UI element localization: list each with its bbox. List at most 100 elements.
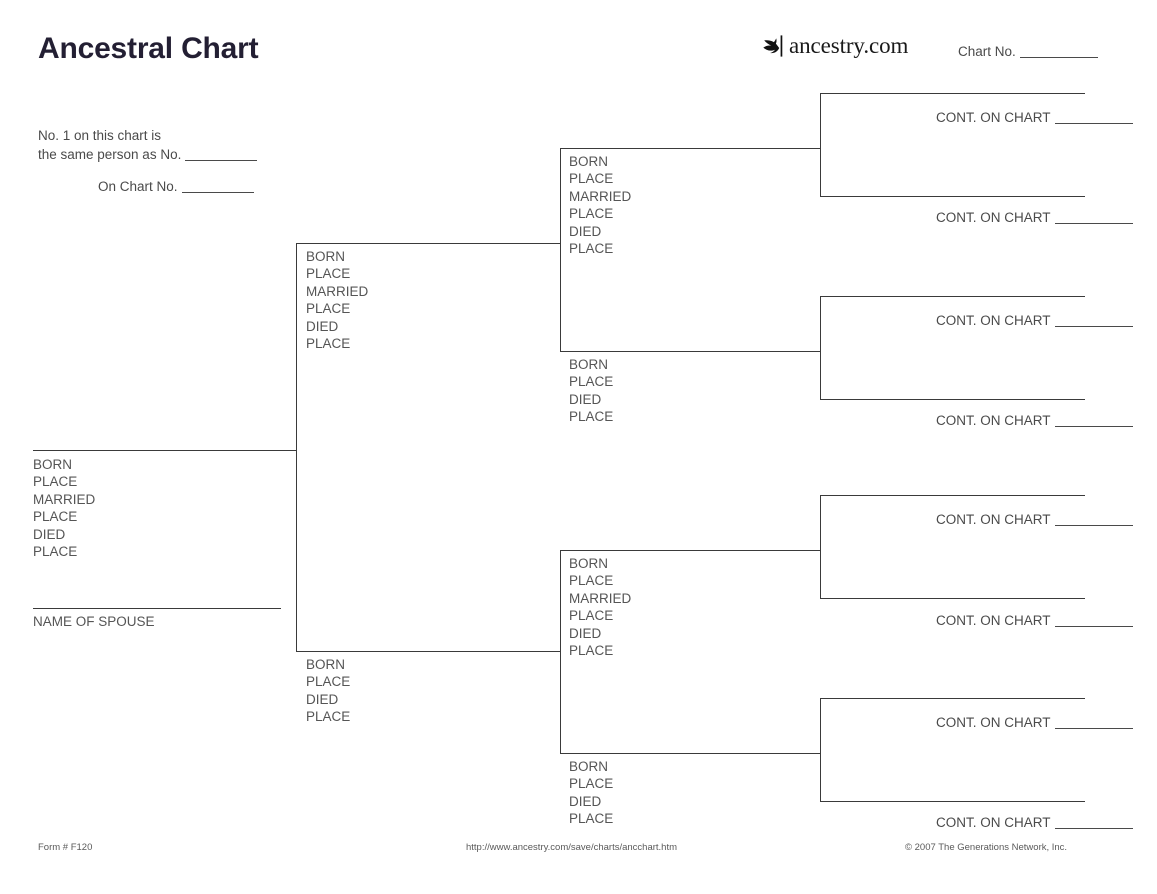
field-born: BORN	[569, 357, 609, 372]
same-person-no-blank[interactable]	[185, 160, 258, 161]
field-place: PLACE	[569, 171, 614, 187]
person-10-name-line[interactable]	[820, 296, 1085, 297]
person-4-fields: BORN PLACE MARRIED PLACE DIED PLACE	[569, 153, 631, 257]
gen4-bracket-a-spine	[820, 93, 821, 196]
cont-on-chart-12[interactable]: CONT. ON CHART	[936, 512, 1133, 527]
field-married: MARRIED	[569, 590, 632, 606]
chart-reference-note: No. 1 on this chart is the same person a…	[38, 126, 258, 196]
footer-url[interactable]: http://www.ancestry.com/save/charts/ancc…	[466, 842, 678, 853]
gen4-bracket-c-spine	[820, 495, 821, 598]
spouse-name-line[interactable]	[33, 608, 281, 609]
person-14-name-line[interactable]	[820, 698, 1085, 699]
ancestry-wordmark: ancestry.com	[789, 33, 909, 58]
chart-no-label: Chart No.	[958, 44, 1016, 59]
field-place: PLACE	[306, 674, 351, 690]
field-died: DIED	[306, 318, 339, 334]
cont-on-chart-14[interactable]: CONT. ON CHART	[936, 715, 1133, 730]
on-chart-no-blank[interactable]	[181, 192, 254, 193]
person-1-name-line[interactable]	[33, 450, 295, 451]
connector-p7-to-gen4-d	[805, 753, 821, 754]
cont-on-chart-8[interactable]: CONT. ON CHART	[936, 110, 1133, 125]
person-7-fields: BORN PLACE DIED PLACE	[569, 758, 613, 828]
connector-p1-to-gen2	[281, 450, 297, 451]
field-place: PLACE	[569, 643, 614, 659]
cont-blank-8[interactable]	[1054, 123, 1133, 124]
person-15-name-line[interactable]	[820, 801, 1085, 802]
field-died: DIED	[33, 526, 66, 542]
gen4-bracket-d-spine	[820, 698, 821, 801]
person-2-fields: BORN PLACE MARRIED PLACE DIED PLACE	[306, 248, 368, 352]
cont-label: CONT. ON CHART	[936, 110, 1051, 125]
cont-on-chart-11[interactable]: CONT. ON CHART	[936, 413, 1133, 428]
cont-blank-11[interactable]	[1054, 426, 1133, 427]
cont-label: CONT. ON CHART	[936, 210, 1051, 225]
field-place: PLACE	[306, 266, 351, 282]
person-6-name-line[interactable]	[560, 550, 820, 551]
cont-blank-13[interactable]	[1054, 626, 1133, 627]
person-4-name-line[interactable]	[560, 148, 820, 149]
field-born: BORN	[33, 457, 73, 472]
person-1-fields: BORN PLACE MARRIED PLACE DIED PLACE	[33, 456, 95, 560]
person-3-fields: BORN PLACE DIED PLACE	[306, 656, 350, 726]
cont-blank-10[interactable]	[1054, 326, 1133, 327]
ancestry-logo: ancestry.com	[760, 31, 908, 61]
field-place: PLACE	[33, 544, 78, 560]
chart-no-blank[interactable]	[1019, 57, 1098, 58]
field-place: PLACE	[569, 206, 614, 222]
cont-blank-15[interactable]	[1054, 828, 1133, 829]
cont-on-chart-15[interactable]: CONT. ON CHART	[936, 815, 1133, 830]
person-13-name-line[interactable]	[820, 598, 1085, 599]
cont-label: CONT. ON CHART	[936, 512, 1051, 527]
ancestry-leaf-icon	[763, 35, 783, 57]
gen3-upper-bracket-spine	[560, 148, 561, 351]
reference-line-1: No. 1 on this chart is	[38, 128, 162, 143]
person-8-name-line[interactable]	[820, 93, 1085, 94]
footer-form-number: Form # F120	[38, 842, 93, 853]
field-place: PLACE	[306, 336, 351, 352]
field-died: DIED	[569, 793, 602, 809]
footer-copyright: © 2007 The Generations Network, Inc.	[905, 842, 1068, 853]
person-3-name-line[interactable]	[296, 651, 560, 652]
connector-p5-to-gen4-b	[805, 351, 821, 352]
field-born: BORN	[569, 154, 609, 169]
field-born: BORN	[569, 556, 609, 571]
person-12-name-line[interactable]	[820, 495, 1085, 496]
gen3-lower-bracket-spine	[560, 550, 561, 753]
person-5-name-line[interactable]	[560, 351, 820, 352]
connector-p6-to-gen4-c	[805, 550, 821, 551]
field-place: PLACE	[569, 573, 614, 589]
cont-label: CONT. ON CHART	[936, 313, 1051, 328]
page-title: Ancestral Chart	[38, 32, 259, 65]
cont-blank-14[interactable]	[1054, 728, 1133, 729]
person-11-name-line[interactable]	[820, 399, 1085, 400]
person-7-name-line[interactable]	[560, 753, 820, 754]
field-died: DIED	[569, 223, 602, 239]
field-born: BORN	[569, 759, 609, 774]
field-died: DIED	[306, 691, 339, 707]
cont-blank-9[interactable]	[1054, 223, 1133, 224]
field-place: PLACE	[306, 709, 351, 725]
cont-label: CONT. ON CHART	[936, 613, 1051, 628]
field-place: PLACE	[33, 474, 78, 490]
field-born: BORN	[306, 657, 346, 672]
field-place: PLACE	[569, 811, 614, 827]
person-2-name-line[interactable]	[296, 243, 560, 244]
connector-p4-to-gen4-a	[805, 148, 821, 149]
field-place: PLACE	[306, 301, 351, 317]
cont-blank-12[interactable]	[1054, 525, 1133, 526]
chart-no-field[interactable]: Chart No.	[958, 44, 1098, 59]
cont-on-chart-9[interactable]: CONT. ON CHART	[936, 210, 1133, 225]
field-married: MARRIED	[569, 188, 632, 204]
field-place: PLACE	[569, 374, 614, 390]
field-married: MARRIED	[33, 491, 96, 507]
person-9-name-line[interactable]	[820, 196, 1085, 197]
reference-line-2: the same person as No.	[38, 147, 182, 162]
gen2-bracket-spine	[296, 243, 297, 651]
cont-label: CONT. ON CHART	[936, 413, 1051, 428]
cont-on-chart-10[interactable]: CONT. ON CHART	[936, 313, 1133, 328]
cont-on-chart-13[interactable]: CONT. ON CHART	[936, 613, 1133, 628]
field-place: PLACE	[569, 608, 614, 624]
field-place: PLACE	[569, 241, 614, 257]
gen4-bracket-b-spine	[820, 296, 821, 399]
